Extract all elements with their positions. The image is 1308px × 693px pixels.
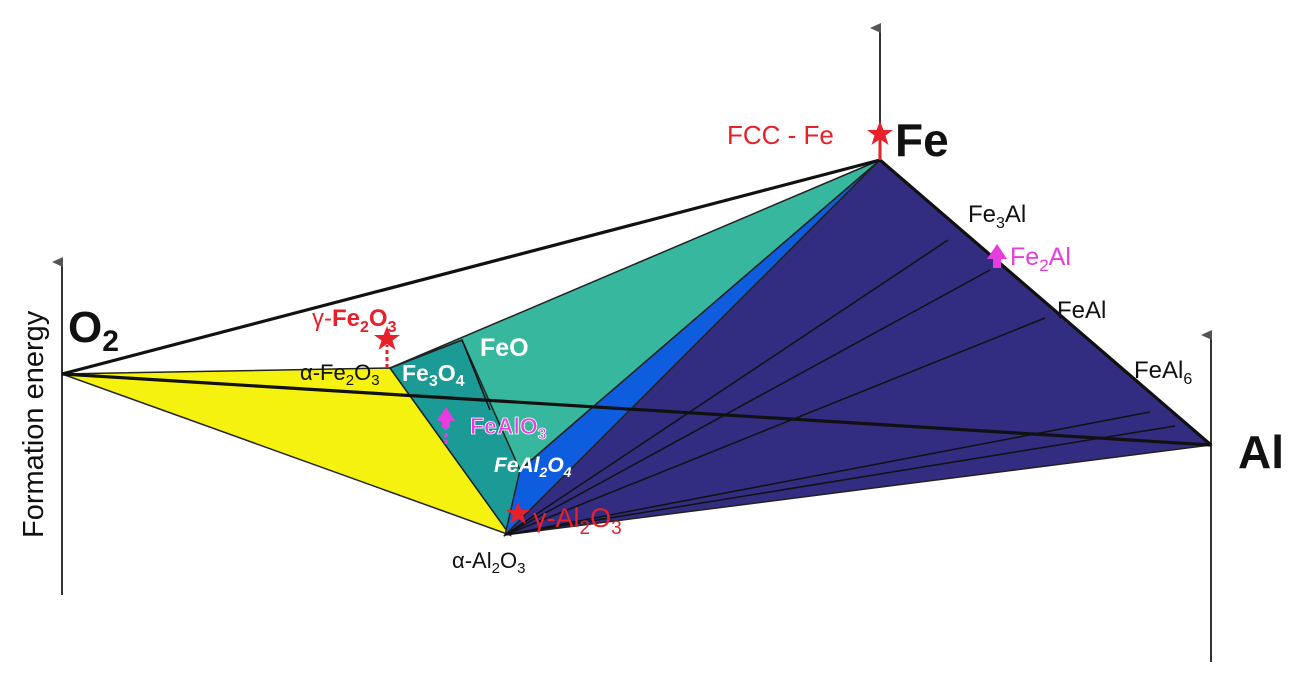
fe3o4-label: Fe3O4	[402, 360, 465, 390]
fealo3-label: FeAlO3	[470, 413, 547, 443]
fcc-fe-label: FCC - Fe	[727, 120, 834, 150]
fe-vertex-label: Fe	[895, 114, 949, 166]
fe2al-label: Fe2Al	[1010, 243, 1071, 275]
fe2al-arrow-icon	[987, 244, 1007, 268]
fe3al-label: Fe3Al	[968, 201, 1026, 232]
alpha-fe2o3-label: α-Fe2O3	[300, 360, 380, 389]
fealo3-arrow-icon	[437, 407, 455, 428]
tie-lines	[461, 239, 1176, 536]
feal-label: FeAl	[1057, 297, 1106, 324]
o2-vertex-label: O2	[68, 303, 119, 358]
feal2o4-label: FeAl2O4	[494, 454, 572, 480]
gamma-al2o3-label: γ-Al2O3	[533, 503, 622, 539]
feal6-label: FeAl6	[1134, 357, 1192, 388]
feo-label: FeO	[480, 334, 529, 362]
gamma-fe2o3-label: γ-Fe2O3	[312, 305, 397, 336]
al-vertex-label: Al	[1238, 426, 1284, 478]
formation-energy-axis-label: Formation energy	[18, 310, 50, 538]
hull-edges	[61, 158, 1213, 447]
alpha-al2o3-label: α-Al2O3	[452, 548, 525, 577]
fcc-fe-star-icon	[867, 121, 893, 145]
gamma-fe2o3-star-icon	[374, 326, 400, 350]
gamma-al2o3-star-icon	[506, 502, 530, 524]
